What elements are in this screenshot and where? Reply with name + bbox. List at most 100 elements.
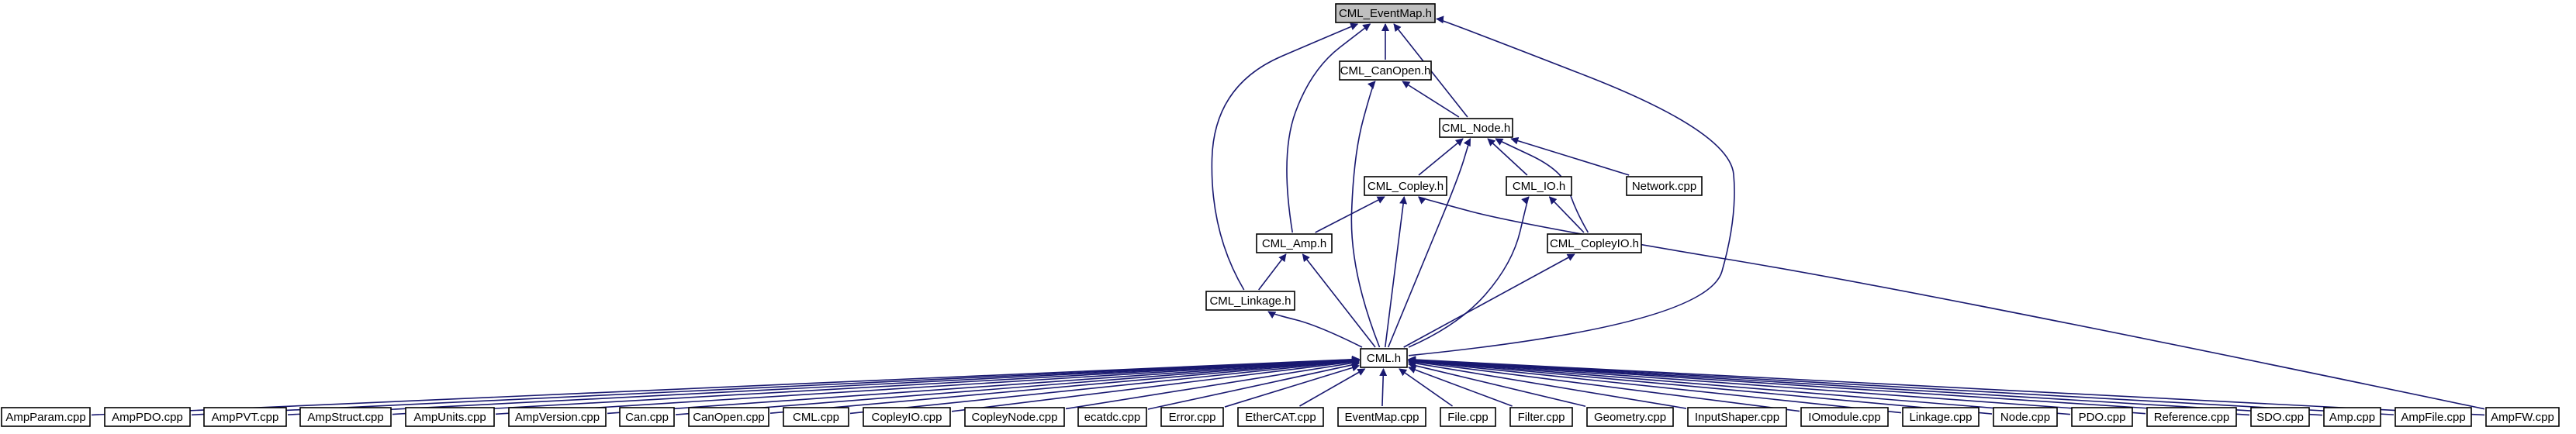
node-node-cpp[interactable]: Node.cpp [1993, 407, 2058, 427]
node-error-cpp[interactable]: Error.cpp [1160, 407, 1224, 427]
node-label: CopleyIO.cpp [872, 411, 942, 424]
node-box [1509, 407, 1573, 427]
node-file-cpp[interactable]: File.cpp [1440, 407, 1496, 427]
edge-ampparam_cpp-to-cml_h [91, 355, 1360, 416]
node-inputshaper-cpp[interactable]: InputShaper.cpp [1687, 407, 1787, 427]
node-box [1687, 407, 1787, 427]
node-amp-cpp[interactable]: Amp.cpp [2323, 407, 2381, 427]
node-label: CML_Node.h [1442, 122, 1510, 135]
node-ampunits-cpp[interactable]: AmpUnits.cpp [405, 407, 495, 427]
edge-amppvt_cpp-to-cml_h [287, 356, 1360, 415]
node-label: IOmodule.cpp [1808, 411, 1880, 424]
node-cml-h[interactable]: CML.h [1360, 348, 1408, 368]
node-ampfw-cpp[interactable]: AmpFW.cpp [2485, 407, 2560, 427]
node-copleynode-cpp[interactable]: CopleyNode.cpp [964, 407, 1065, 427]
edge-copleyio_cpp-to-cml_h [951, 358, 1360, 412]
edge-network_cpp-to-node_h [1510, 136, 1630, 176]
node-ampversion-cpp[interactable]: AmpVersion.cpp [508, 407, 607, 427]
edge-filter_cpp-to-cml_h [1408, 366, 1513, 407]
node-ampfile-cpp[interactable]: AmpFile.cpp [2394, 407, 2472, 427]
node-box [1439, 118, 1513, 138]
edge-linkage_h-to-event_map_h [1211, 22, 1359, 291]
node-box [2071, 407, 2133, 427]
node-filter-cpp[interactable]: Filter.cpp [1509, 407, 1573, 427]
edge-eventmap_cpp-to-cml_h [1379, 368, 1388, 407]
node-box [1800, 407, 1889, 427]
node-canopen-cpp[interactable]: CanOpen.cpp [688, 407, 769, 427]
node-label: Node.cpp [2000, 411, 2050, 424]
edge-cml_h-to-amp_h [1302, 253, 1376, 348]
node-copleyio-cpp[interactable]: CopleyIO.cpp [863, 407, 951, 427]
graph-nodes: CML_EventMap.hCML_CanOpen.hCML_Node.hCML… [1, 3, 2560, 427]
node-label: CML.h [1367, 352, 1401, 365]
node-can-cpp[interactable]: Can.cpp [619, 407, 675, 427]
node-label: AmpFile.cpp [2401, 411, 2465, 424]
edge-canopen_cpp-to-cml_h [769, 356, 1360, 414]
node-network-cpp[interactable]: Network.cpp [1626, 176, 1703, 196]
node-cml-cpp[interactable]: CML.cpp [783, 407, 849, 427]
node-label: AmpVersion.cpp [515, 411, 600, 424]
edge-cml_h-to-event_map_h [1408, 16, 1735, 356]
edge-file_cpp-to-cml_h [1399, 368, 1453, 407]
edge-error_cpp-to-cml_h [1224, 363, 1360, 408]
edge-copleynode_cpp-to-cml_h [1065, 359, 1360, 410]
edge-ampfile_cpp-to-cml_h [1408, 356, 2394, 415]
edge-copleyio_h-to-node_h [1495, 138, 1589, 233]
edge-node_h-to-canopen_h [1402, 81, 1460, 118]
node-box [299, 407, 392, 427]
node-box [1335, 3, 1436, 23]
edge-ampstruct_cpp-to-cml_h [392, 356, 1360, 415]
edge-io_h-to-node_h [1487, 138, 1528, 176]
node-label: CopleyNode.cpp [972, 411, 1058, 424]
node-pdo-cpp[interactable]: PDO.cpp [2071, 407, 2133, 427]
node-box [1993, 407, 2058, 427]
node-io-h[interactable]: CML_IO.h [1506, 176, 1572, 196]
node-sdo-cpp[interactable]: SDO.cpp [2250, 407, 2310, 427]
edge-cml_h-to-node_h [1388, 138, 1471, 348]
node-copleyio-h[interactable]: CML_CopleyIO.h [1547, 233, 1642, 253]
node-label: CML.cpp [793, 411, 839, 424]
node-box [1, 407, 91, 427]
node-box [1440, 407, 1496, 427]
node-label: CML_Amp.h [1262, 237, 1326, 250]
node-label: CML_IO.h [1513, 180, 1565, 193]
node-label: CanOpen.cpp [693, 411, 765, 424]
node-node-h[interactable]: CML_Node.h [1439, 118, 1513, 138]
node-box [2485, 407, 2560, 427]
edge-ampunits_cpp-to-cml_h [495, 356, 1360, 415]
node-iomodule-cpp[interactable]: IOmodule.cpp [1800, 407, 1889, 427]
node-canopen-h[interactable]: CML_CanOpen.h [1339, 60, 1432, 81]
node-amppdo-cpp[interactable]: AmpPDO.cpp [104, 407, 191, 427]
edge-linkage_h-to-amp_h [1258, 253, 1287, 291]
node-ampstruct-cpp[interactable]: AmpStruct.cpp [299, 407, 392, 427]
node-copley-h[interactable]: CML_Copley.h [1364, 176, 1447, 196]
node-linkage-h[interactable]: CML_Linkage.h [1205, 291, 1295, 311]
node-label: Reference.cpp [2154, 411, 2230, 424]
node-label: AmpPVT.cpp [212, 411, 279, 424]
node-ampparam-cpp[interactable]: AmpParam.cpp [1, 407, 91, 427]
node-box [1586, 407, 1674, 427]
node-ecatdc-cpp[interactable]: ecatdc.cpp [1077, 407, 1147, 427]
edge-amppdo_cpp-to-cml_h [191, 355, 1360, 416]
edge-reference_cpp-to-cml_h [1408, 356, 2146, 415]
node-label: CML_Linkage.h [1209, 294, 1291, 308]
node-reference-cpp[interactable]: Reference.cpp [2146, 407, 2237, 427]
node-linkage-cpp[interactable]: Linkage.cpp [1902, 407, 1980, 427]
node-amp-h[interactable]: CML_Amp.h [1256, 233, 1333, 253]
node-label: EventMap.cpp [1345, 411, 1419, 424]
node-label: File.cpp [1447, 411, 1489, 424]
node-amppvt-cpp[interactable]: AmpPVT.cpp [203, 407, 287, 427]
edge-linkage_cpp-to-cml_h [1408, 357, 1902, 414]
node-eventmap-cpp[interactable]: EventMap.cpp [1337, 407, 1426, 427]
edge-cml_h-to-canopen_h [1350, 81, 1381, 348]
node-label: Filter.cpp [1518, 411, 1565, 424]
edge-amp_h-to-event_map_h [1286, 23, 1371, 233]
node-ethercat-cpp[interactable]: EtherCAT.cpp [1237, 407, 1324, 427]
edge-cml_cpp-to-cml_h [849, 357, 1360, 415]
edge-node_cpp-to-cml_h [1408, 356, 1993, 415]
node-label: Network.cpp [1632, 180, 1696, 193]
node-label: Geometry.cpp [1594, 411, 1666, 424]
node-box [1339, 60, 1432, 81]
node-geometry-cpp[interactable]: Geometry.cpp [1586, 407, 1674, 427]
node-box [508, 407, 607, 427]
